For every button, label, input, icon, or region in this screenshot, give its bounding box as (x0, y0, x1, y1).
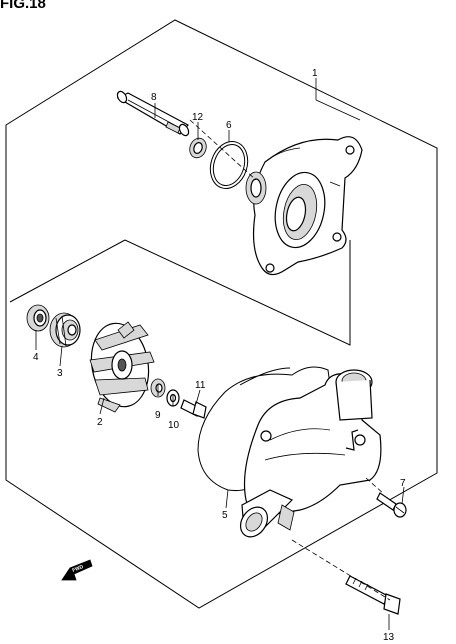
callout-7: 7 (400, 478, 406, 489)
leader-lines (35, 78, 405, 630)
cover-group-outline-lower (9, 239, 126, 303)
callout-12: 12 (192, 112, 204, 123)
callout-1: 1 (312, 68, 318, 79)
part-12-washer (189, 137, 207, 159)
fwd-label: FWD (72, 564, 85, 574)
callout-10: 10 (168, 420, 180, 431)
part-2-impeller (89, 321, 155, 413)
assembly-frame (5, 19, 438, 609)
cover-group-outline (124, 239, 351, 346)
callout-4: 4 (33, 352, 39, 363)
arrow-left-down-icon: FWD (61, 559, 93, 581)
callout-5: 5 (222, 510, 228, 521)
part-8-shaft (116, 90, 190, 137)
callout-9: 9 (155, 410, 161, 421)
callout-8: 8 (151, 92, 157, 103)
part-1-pump-body (239, 369, 382, 538)
assembly-guide-lines (189, 119, 391, 601)
part-3-mechanical-seal (49, 312, 81, 348)
callout-2: 2 (97, 417, 103, 428)
part-4-seal (26, 304, 50, 332)
part-11-bolt (180, 399, 207, 419)
callout-3: 3 (57, 368, 63, 379)
callout-6: 6 (226, 120, 232, 131)
callout-11: 11 (195, 380, 206, 391)
part-1-pump-cover (245, 136, 363, 276)
figure-title: FIG.18 (0, 0, 46, 12)
callout-13: 13 (383, 632, 395, 643)
part-13-bolt (345, 575, 401, 615)
part-7-screw (376, 492, 407, 518)
